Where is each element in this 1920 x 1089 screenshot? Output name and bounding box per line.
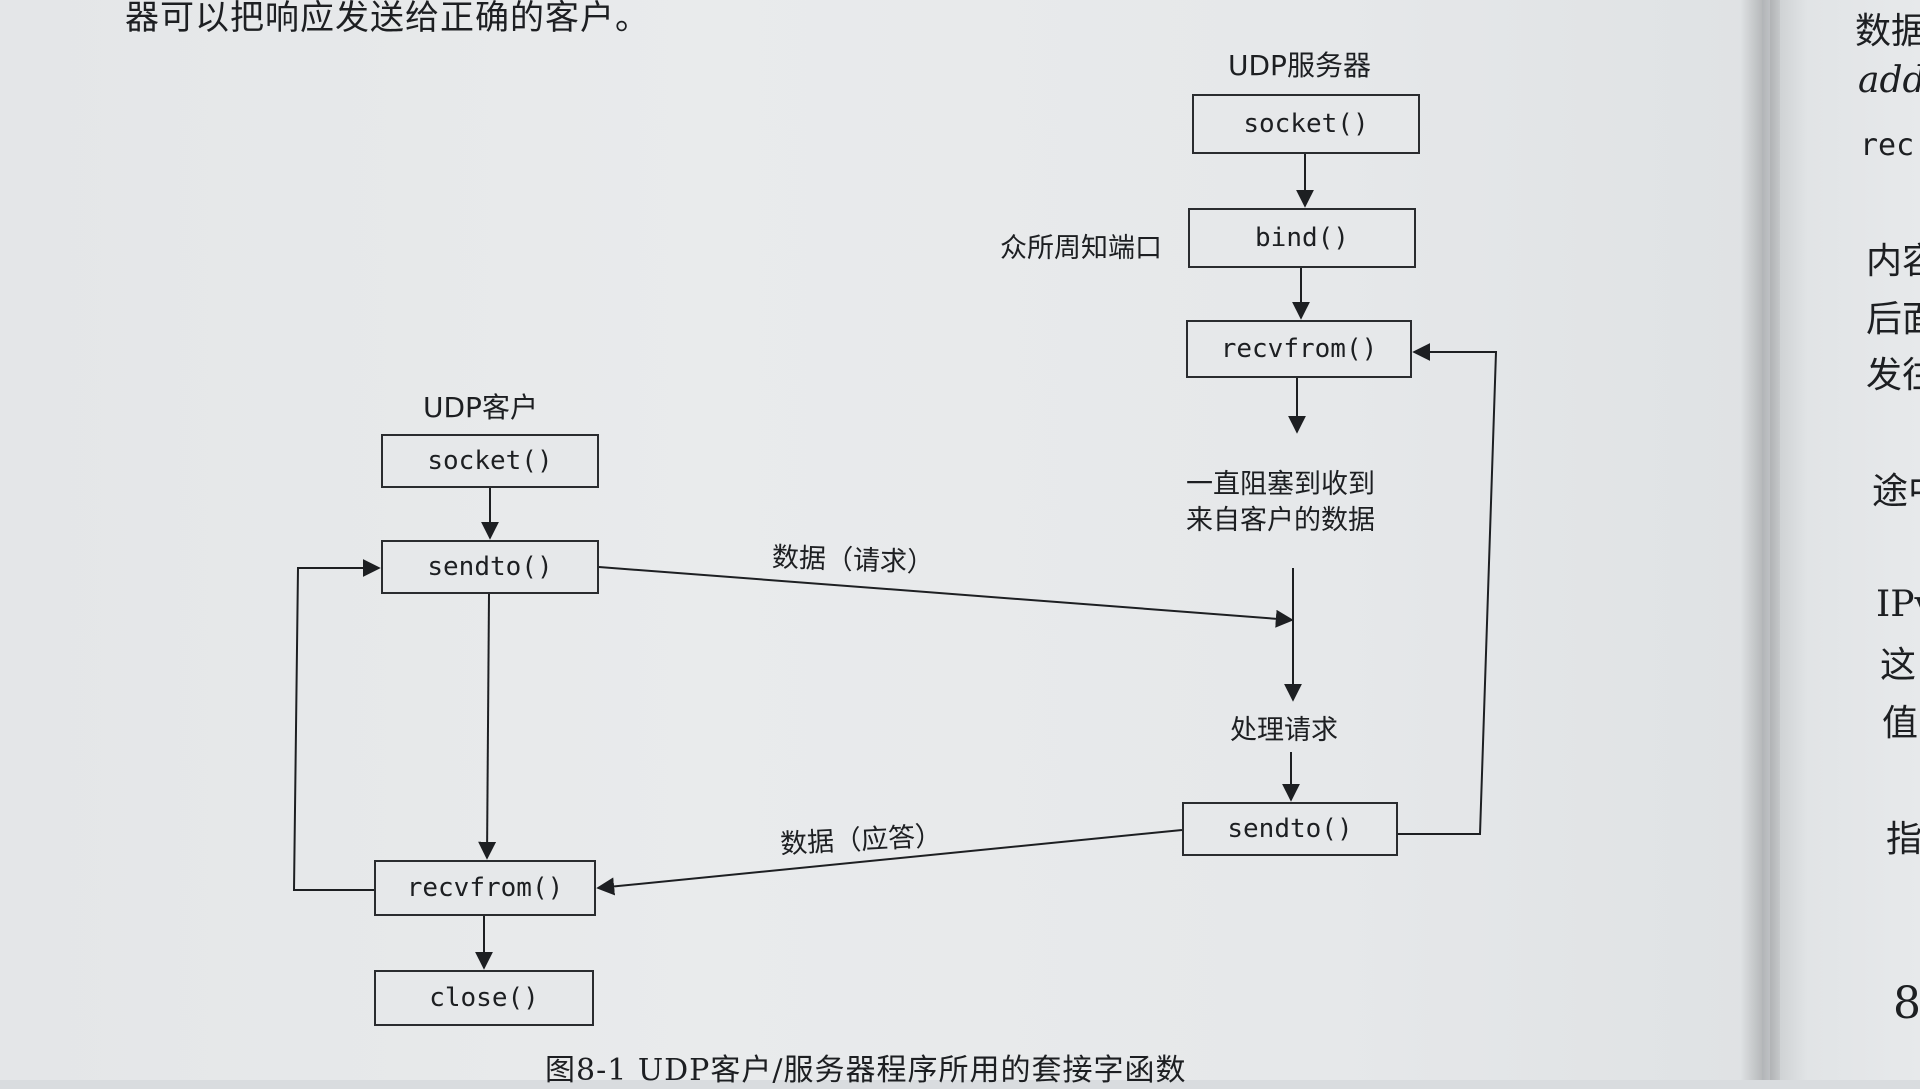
facing-text: 指	[1886, 819, 1920, 860]
facing-text: add	[1858, 60, 1920, 101]
facing-text: 这	[1880, 645, 1917, 686]
server-sendto-box: sendto()	[1182, 802, 1398, 856]
facing-text: rec	[1860, 128, 1915, 163]
server-socket-box: socket()	[1192, 94, 1420, 154]
facing-text: 发往	[1866, 355, 1920, 396]
book-page	[0, 0, 1762, 1080]
client-sendto-box: sendto()	[381, 540, 599, 594]
server-recvfrom-box: recvfrom()	[1186, 320, 1412, 378]
facing-text: IPv	[1876, 584, 1920, 625]
client-socket-box: socket()	[381, 434, 599, 488]
block-note-line2: 来自客户的数据	[1186, 505, 1375, 536]
facing-text: 数据	[1855, 11, 1920, 52]
body-text-line: 器可以把响应发送给正确的客户。	[125, 0, 650, 38]
facing-text: 途中	[1872, 471, 1920, 512]
block-note-line1: 一直阻塞到收到	[1186, 469, 1375, 500]
client-title: UDP客户	[423, 391, 538, 424]
facing-text: 后面	[1866, 299, 1920, 340]
facing-text: 内容	[1866, 241, 1920, 282]
arrow-server-loop	[1398, 343, 1498, 835]
arrow-client-sendto-to-recvfrom	[478, 593, 497, 860]
arrow-client-loop	[292, 559, 381, 891]
facing-page-number: 8	[1893, 978, 1920, 1029]
arrow-reply	[596, 829, 1183, 896]
facing-page	[1770, 0, 1920, 1080]
page-gutter-shadow	[1740, 0, 1780, 1080]
server-title: UDP服务器	[1228, 49, 1371, 82]
facing-text: 值	[1882, 703, 1919, 744]
arrow-request	[598, 566, 1294, 628]
client-close-box: close()	[374, 970, 594, 1026]
server-bind-box: bind()	[1188, 208, 1416, 268]
client-recvfrom-box: recvfrom()	[374, 860, 596, 916]
process-note: 处理请求	[1230, 715, 1338, 746]
bind-note: 众所周知端口	[1000, 233, 1162, 264]
